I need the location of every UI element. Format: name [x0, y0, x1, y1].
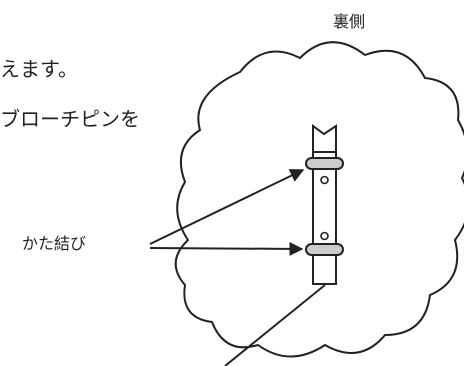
instruction-text-line-2: ブローチピンを: [0, 107, 140, 131]
instruction-text-line-1: えます。: [0, 57, 78, 81]
knot-band-bottom: [305, 243, 344, 256]
brooch-pin-icon: [305, 124, 344, 285]
arrow-to-top-knot: [149, 169, 305, 245]
knot-band-top: [305, 157, 344, 170]
back-side-label: 裏側: [333, 12, 366, 31]
pin-pointer-line: [224, 284, 326, 366]
arrow-to-bottom-knot: [149, 241, 304, 256]
knot-label: かた結び: [22, 234, 87, 253]
